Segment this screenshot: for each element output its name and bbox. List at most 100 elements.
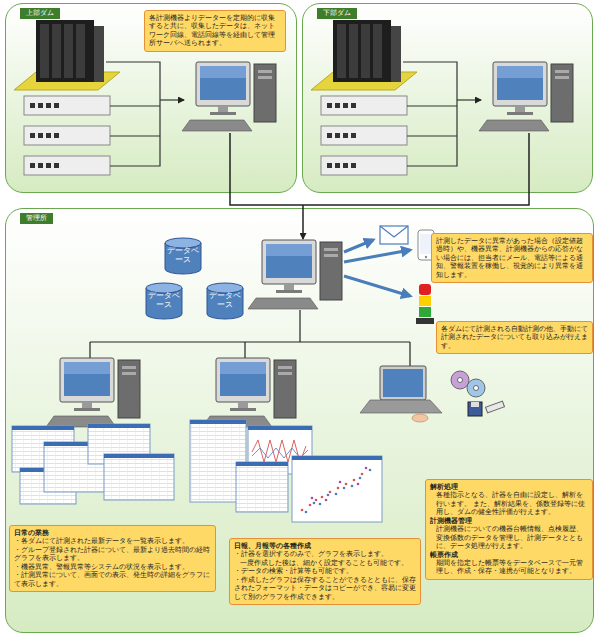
media [467, 379, 485, 397]
screenshot [327, 494, 330, 497]
screenshot [301, 473, 364, 512]
note-text: ・グループ登録された計器について、最新より過去時間の経時グラフを表示します。 [14, 546, 211, 563]
screenshot [305, 511, 308, 514]
screenshot [315, 499, 318, 502]
database-cylinder: データベース [164, 237, 202, 275]
screenshot [12, 426, 74, 430]
note-text: 計測したデータに異常があった場合（設定値超過時）や、機器異常、計測機器からの応答… [436, 237, 588, 279]
signal-tower [416, 318, 434, 324]
signal-tower [419, 284, 431, 295]
screenshot [369, 469, 372, 472]
note-text: ・作成したグラフは保存することができるとともに、保存されたフォーマット・データは… [234, 576, 416, 601]
phone-icon [425, 256, 427, 258]
screenshot [339, 481, 342, 484]
note-text: 各ダムにて計測される自動計測の他、手動にて計測されたデータについても取り込みが行… [441, 325, 588, 350]
screenshot [292, 456, 382, 460]
cylinder-body [165, 243, 201, 274]
note-text: ・計器を選択するのみで、グラフを表示します。 [234, 550, 416, 558]
cylinder-body [146, 288, 182, 319]
signal-tower [419, 307, 431, 317]
lan-wire [244, 342, 245, 358]
note-text: ・各ダムにて計測された最新データを一覧表示します。 [14, 537, 211, 545]
note-heading: 解析処理 [430, 483, 588, 491]
screenshot [345, 483, 348, 486]
media [474, 386, 479, 391]
screenshot [301, 509, 304, 512]
media [471, 402, 479, 407]
screenshot [319, 503, 322, 506]
screenshot [248, 426, 312, 430]
screenshot [321, 496, 324, 499]
area-title: 上部ダム [20, 8, 60, 19]
lan-wire [409, 342, 410, 366]
screenshot [353, 479, 356, 482]
screenshot [325, 499, 328, 502]
note-text: 各計測機器よりデーターを定期的に収集すると共に、収集したデータは、ネットワーク回… [149, 14, 281, 48]
client-pc [46, 358, 140, 427]
screenshot [343, 487, 346, 490]
database-cylinder: データベース [206, 282, 244, 320]
note-callout: 計測したデータに異常があった場合（設定値超過時）や、機器異常、計測機器からの応答… [431, 233, 593, 283]
screenshot [329, 491, 332, 494]
network-wire [302, 205, 304, 239]
media [458, 378, 463, 383]
note-text: 期間を指定した帳票等をデータベースで一元管理し、作成・保存・連携が可能となります… [430, 559, 588, 576]
laptop [383, 369, 423, 397]
area-title: 下部ダム [317, 8, 357, 19]
note-text: 計測機器についての機器台帳情報、点検履歴、変換係数のデータを管理し、計測データと… [430, 525, 588, 550]
screenshot [359, 477, 362, 480]
mail-icon [380, 226, 408, 244]
screenshot [236, 462, 288, 466]
screenshot [236, 462, 288, 512]
note-heading: 日報、月報等の各種作成 [234, 542, 416, 550]
screenshot [190, 420, 246, 424]
cylinder-body [207, 288, 243, 319]
screenshot [351, 485, 354, 488]
mail-icon [380, 226, 408, 244]
note-callout: 日常の業務・各ダムにて計測された最新データを一覧表示します。・グループ登録された… [9, 525, 216, 592]
note-text: 各種指示となる、計器を自由に設定し、解析を行います。 また、解析結果を、係数登録… [430, 491, 588, 516]
media [468, 402, 482, 416]
note-callout: 解析処理各種指示となる、計器を自由に設定し、解析を行います。 また、解析結果を、… [425, 479, 593, 580]
note-text: 一度作成した後は、細かく設定することも可能です。 [234, 559, 416, 567]
screenshot [305, 469, 372, 514]
screenshot [335, 493, 338, 496]
laptop [380, 366, 426, 400]
client-pc [202, 358, 296, 427]
screenshot [357, 483, 360, 486]
screenshot [337, 487, 340, 490]
signal-tower [419, 296, 431, 306]
area-title: 管理所 [20, 213, 53, 224]
note-callout: 日報、月報等の各種作成・計器を選択するのみで、グラフを表示します。一度作成した後… [229, 538, 421, 605]
screenshot [12, 424, 174, 504]
lan-wire [89, 342, 90, 358]
lan-wire [299, 310, 300, 342]
lan-wire [90, 341, 410, 342]
screenshot [313, 502, 316, 505]
screenshot [292, 456, 382, 522]
screenshot [311, 497, 314, 500]
note-callout: 各計測機器よりデーターを定期的に収集すると共に、収集したデータは、ネットワーク回… [144, 10, 286, 52]
laptop [360, 400, 442, 413]
laptop [412, 414, 428, 422]
screenshot [309, 504, 312, 507]
note-callout: 各ダムにて計測される自動計測の他、手動にて計測されたデータについても取り込みが行… [436, 321, 593, 354]
database-label: データベース [209, 291, 241, 309]
media [451, 371, 469, 389]
database-label: データベース [148, 291, 180, 309]
screenshot [104, 454, 174, 458]
screenshot [88, 424, 150, 428]
management-server [248, 240, 342, 309]
note-heading: 日常の業務 [14, 529, 211, 537]
screenshot [361, 473, 364, 476]
note-heading: 帳票作成 [430, 551, 588, 559]
screenshot [311, 467, 368, 502]
note-text: ・機器異常、警報異常等システムの状況を表示します。 [14, 563, 211, 571]
screenshot [104, 454, 174, 500]
note-heading: 計測機器管理 [430, 517, 588, 525]
mail-icon [380, 226, 408, 237]
database-label: データベース [167, 246, 199, 264]
screenshot [365, 467, 368, 470]
note-text: ・計測異常について、画面での表示、発生時の詳細をグラフにて表示します。 [14, 571, 211, 588]
